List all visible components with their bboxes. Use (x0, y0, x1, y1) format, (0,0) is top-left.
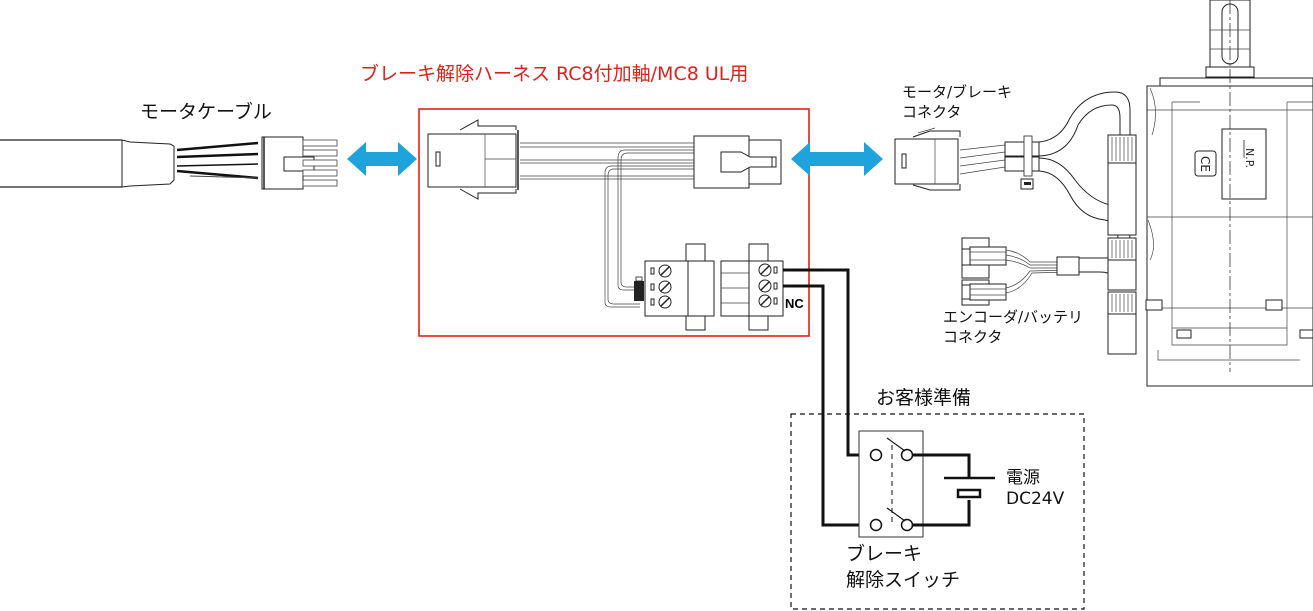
cable-gland-lower (1107, 237, 1137, 355)
harness-frame (418, 108, 810, 337)
encoder-battery-connector (961, 237, 1080, 306)
power-supply-label: 電源 (1006, 468, 1040, 488)
brake-release-switch (858, 430, 924, 538)
terminal-nc-label: NC (785, 296, 804, 311)
diagram-title: ブレーキ解除ハーネス RC8付加軸/MC8 UL用 (360, 62, 748, 85)
motor-cable-label: モータケーブル (140, 100, 272, 123)
motor-brake-connector-label-1: モータ/ブレーキ (902, 83, 1012, 101)
double-arrow-icon (791, 142, 883, 176)
motor-cable: モータケーブル (0, 100, 338, 190)
double-arrow-icon (347, 142, 417, 176)
harness-plug-connector (693, 135, 782, 189)
ce-mark-label: CE (1198, 156, 1212, 172)
power-supply-voltage: DC24V (1006, 489, 1065, 509)
servo-motor: モータ/ブレーキ コネクタ エンコーダ/バッテリ コネクタ (894, 0, 1313, 387)
nameplate-label: N.P. (1243, 148, 1256, 168)
brake-release-switch-label-2: 解除スイッチ (846, 569, 960, 591)
ce-mark (1194, 150, 1217, 177)
motor-body: N.P. CE (1145, 0, 1313, 387)
customer-supplied-label: お客様準備 (876, 387, 971, 409)
terminal-block-right: NC (720, 243, 804, 331)
motor-brake-connector-label-2: コネクタ (902, 103, 961, 121)
dc-power-supply-icon (944, 476, 995, 499)
motor-brake-connector (894, 127, 1040, 191)
harness-housing-connector (427, 119, 519, 200)
encoder-battery-connector-label-1: エンコーダ/バッテリ (943, 308, 1083, 326)
cable-gland-upper (1107, 134, 1137, 236)
terminal-block-left (644, 243, 715, 331)
customer-supplied-area: お客様準備 電源 DC24V ブレーキ 解除スイッチ (790, 387, 1085, 610)
brake-release-harness: NC (418, 108, 810, 337)
brake-release-switch-label-1: ブレーキ (846, 542, 922, 565)
encoder-battery-connector-label-2: コネクタ (943, 328, 1002, 346)
